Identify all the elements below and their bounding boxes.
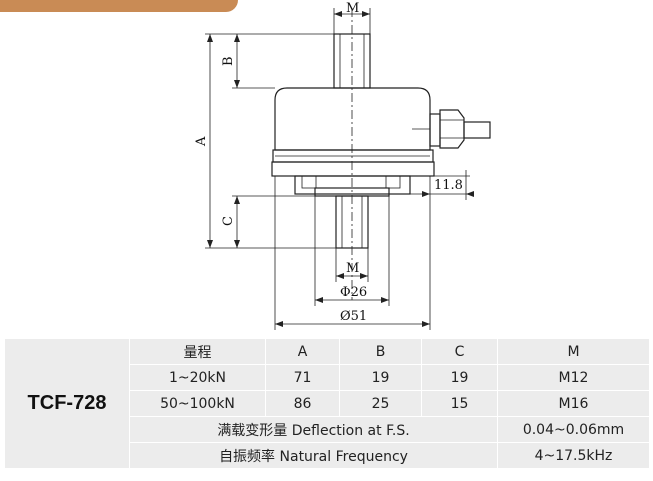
cell-a: 71 xyxy=(265,364,340,391)
header-m: M xyxy=(497,338,650,365)
header-a: A xyxy=(265,338,340,365)
dim-a-label: A xyxy=(194,136,209,147)
cell-range: 50~100kN xyxy=(129,390,266,417)
dim-b-label: B xyxy=(221,56,236,66)
deflection-label: 满载变形量 Deflection at F.S. xyxy=(129,416,498,443)
header-tab xyxy=(0,0,238,12)
table-header-row: TCF-728 量程 A B C M xyxy=(4,338,650,469)
header-b: B xyxy=(339,338,422,365)
base-flange xyxy=(294,175,411,197)
cable-gland xyxy=(412,109,491,149)
cell-b: 19 xyxy=(339,364,422,391)
cell-c: 15 xyxy=(421,390,498,417)
dim-body-dia-label: Ø51 xyxy=(340,309,367,324)
frequency-value: 4~17.5kHz xyxy=(497,442,650,469)
dim-offset-label: 11.8 xyxy=(434,178,463,193)
cell-c: 19 xyxy=(421,364,498,391)
table-row: 1~20kN 71 19 19 M12 xyxy=(5,364,650,391)
cell-m: M16 xyxy=(497,390,650,417)
arrowheads xyxy=(207,11,474,327)
frequency-label: 自振频率 Natural Frequency xyxy=(129,442,498,469)
sensor-body xyxy=(271,87,435,177)
dim-base-dia-label: Φ26 xyxy=(340,285,367,300)
frequency-row: 自振频率 Natural Frequency 4~17.5kHz xyxy=(5,442,650,469)
spec-table: TCF-728 量程 A B C M 1~20kN 71 19 19 M12 5… xyxy=(4,338,650,469)
model-name: TCF-728 xyxy=(4,338,130,469)
top-thread-label: M xyxy=(346,1,359,16)
dim-c-label: C xyxy=(221,216,236,226)
cell-a: 86 xyxy=(265,390,340,417)
bottom-thread-label: M xyxy=(346,261,359,276)
header-c: C xyxy=(421,338,498,365)
header-range: 量程 xyxy=(129,338,266,365)
deflection-row: 满载变形量 Deflection at F.S. 0.04~0.06mm xyxy=(5,416,650,443)
cell-m: M12 xyxy=(497,364,650,391)
cell-b: 25 xyxy=(339,390,422,417)
load-cell-drawing: M M B A C 11.8 Φ26 Ø51 xyxy=(194,1,491,330)
cell-range: 1~20kN xyxy=(129,364,266,391)
deflection-value: 0.04~0.06mm xyxy=(497,416,650,443)
dimension-lines xyxy=(205,8,470,330)
